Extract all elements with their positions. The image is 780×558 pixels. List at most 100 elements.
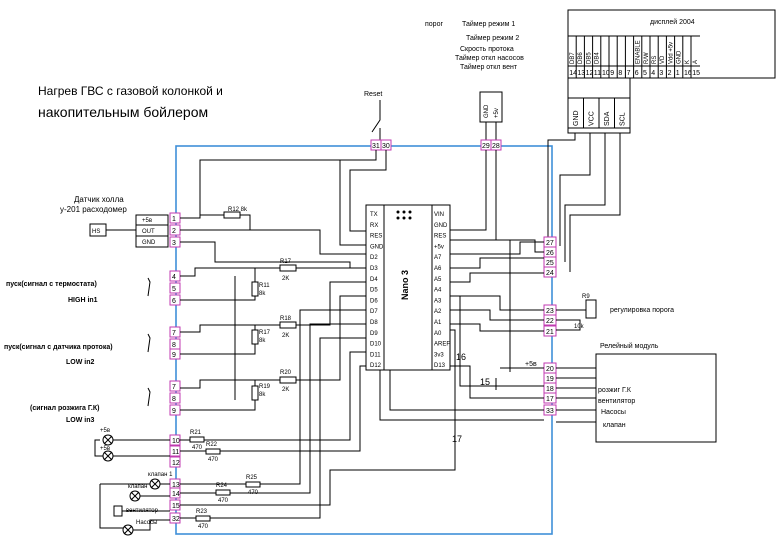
- nano-left-rx: RX: [370, 223, 378, 229]
- nano-left-d2: D2: [370, 255, 378, 261]
- display-pin-3: DB4: [595, 52, 601, 64]
- input2-l1: пуск(сигнал с датчика протока): [4, 344, 113, 351]
- label-timer-vent: Таймер откл вент: [460, 63, 518, 71]
- input1-l2: HIGH in1: [68, 297, 98, 304]
- hdr-5v: +5v: [494, 108, 500, 118]
- left-pin-6: 7: [172, 330, 176, 337]
- left-pin-9: 7: [172, 384, 176, 391]
- nano-right-a0: A0: [434, 331, 442, 337]
- r17d: 8k: [259, 338, 266, 344]
- i2c-pin-vcc: VCC: [589, 111, 596, 126]
- nano-right-a5: A5: [434, 277, 442, 283]
- right-pin-24: 24: [546, 270, 554, 277]
- display-num-10: 4: [651, 70, 655, 77]
- nano-left-d6: D6: [370, 298, 378, 304]
- i2c-pin-gnd: GND: [573, 110, 580, 126]
- display-num-12: 2: [668, 70, 672, 77]
- nano-right-a3: A3: [434, 298, 442, 304]
- display-pin-10: RS: [652, 56, 658, 64]
- right-pin-33: 33: [546, 408, 554, 415]
- r11a: R11: [259, 283, 270, 289]
- relay-vent: вентилятор: [598, 398, 635, 405]
- left-pin-13: 11: [172, 449, 179, 456]
- nano-left-d12: D12: [370, 363, 382, 369]
- r18b: 2K: [282, 333, 289, 339]
- nano-left-res: RES: [370, 234, 382, 240]
- nano-right-aref: AREF: [434, 342, 450, 348]
- valve-label: клапан: [128, 484, 147, 490]
- display-pin-12: Vdd +5v: [668, 42, 674, 64]
- r25a: R25: [246, 475, 258, 481]
- display-num-6: 8: [618, 70, 622, 77]
- relay-5v: +5в: [525, 361, 537, 368]
- display-pin-2: DB5: [586, 52, 592, 64]
- right-pin-27: 27: [546, 240, 554, 247]
- label-timer1: Таймер режим 1: [462, 20, 515, 28]
- relay-valve: клапан: [603, 422, 626, 429]
- display-pin-13: GND: [677, 50, 683, 64]
- nano-left-d10: D10: [370, 342, 382, 348]
- r24b: 470: [218, 498, 229, 504]
- r21b: 470: [192, 445, 203, 451]
- nano-right-3v3: 3v3: [434, 352, 444, 358]
- r17c: R17: [259, 330, 271, 336]
- r22b: 470: [208, 457, 219, 463]
- hall-pin-5v: +5в: [142, 218, 152, 224]
- input2-l2: LOW in2: [66, 359, 94, 366]
- i2c-pin-sda: SDA: [604, 111, 611, 126]
- title-line2: накопительным бойлером: [38, 104, 208, 120]
- display-num-2: 12: [586, 70, 594, 77]
- relay-pumps: Насосы: [601, 409, 626, 416]
- nano-left-d3: D3: [370, 266, 378, 272]
- left-pin-14: 12: [172, 460, 180, 467]
- r21a: R21: [190, 430, 202, 436]
- display-num-0: 14: [569, 70, 577, 77]
- nano-right-a7: A7: [434, 255, 442, 261]
- gnd-5v-header: [479, 91, 503, 123]
- input3-l2: LOW in3: [66, 417, 94, 424]
- nano-left-d8: D8: [370, 320, 378, 326]
- nano-right-vin: VIN: [434, 212, 444, 218]
- display-pin-0: DB7: [570, 52, 576, 64]
- input3-l1: (сигнал розжига Г.К): [30, 405, 99, 412]
- nano-right-res: RES: [434, 234, 446, 240]
- title-line1: Нагрев ГВС с газовой колонкой и: [38, 84, 223, 98]
- right-pin-23: 23: [546, 308, 554, 315]
- left-pin-10: 8: [172, 396, 176, 403]
- label-timer-pumps: Таймер откл насосов: [455, 54, 524, 62]
- nano-label: Nano 3: [400, 270, 410, 300]
- nano-left-d11: D11: [370, 352, 381, 358]
- pin-31: 31: [372, 143, 380, 150]
- left-pin-18: 32: [172, 516, 180, 523]
- display-pin-15: A: [693, 60, 699, 64]
- display-pin-1: DB6: [578, 52, 584, 64]
- display-num-1: 13: [577, 70, 585, 77]
- nano-left-gnd: GND: [370, 244, 384, 250]
- regulator-pot: [585, 299, 597, 319]
- reset-label: Reset: [364, 91, 382, 98]
- nano-right-gnd: GND: [434, 223, 448, 229]
- r20b: 2K: [282, 387, 289, 393]
- label-timer2: Таймер режим 2: [466, 34, 519, 42]
- left-pin-3: 4: [172, 274, 176, 281]
- r20a: R20: [280, 370, 292, 376]
- display-pin-11: VD: [660, 55, 666, 64]
- left-pin-16: 14: [172, 491, 180, 498]
- right-pin-17: 17: [546, 396, 554, 403]
- left-pin-12: 10: [172, 438, 180, 445]
- r19b: 8k: [259, 392, 266, 398]
- r23a: R23: [196, 509, 208, 515]
- nano-left-d9: D9: [370, 331, 378, 337]
- display-pin-9: R/W: [644, 52, 650, 64]
- display-num-8: 6: [635, 70, 639, 77]
- display-pin-14: K: [685, 60, 691, 64]
- left-pin-8: 9: [172, 352, 176, 359]
- right-pin-22: 22: [546, 318, 554, 325]
- valve1-label: клапан 1: [148, 472, 173, 478]
- hall-label1: Датчик холла: [74, 195, 124, 204]
- left-pin-1: 2: [172, 228, 176, 235]
- nano-left-tx: TX: [370, 212, 378, 218]
- pin-28: 28: [492, 143, 500, 150]
